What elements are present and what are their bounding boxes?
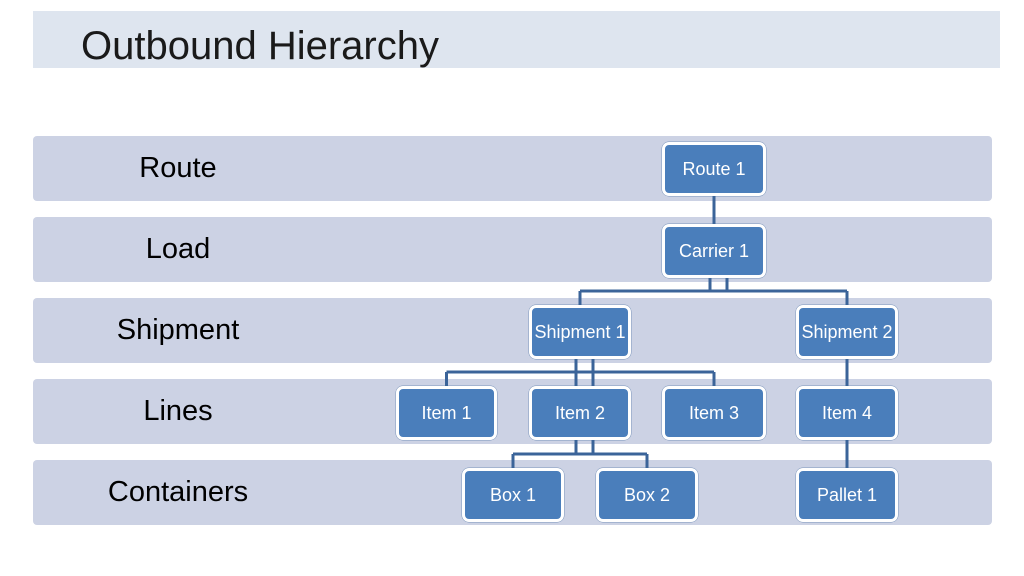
node-item-3[interactable]: Item 3 (662, 386, 766, 440)
node-shipment-1[interactable]: Shipment 1 (529, 305, 631, 359)
node-carrier-1[interactable]: Carrier 1 (662, 224, 766, 278)
node-label-item-3: Item 3 (688, 402, 740, 423)
swimlane-label-route: Route (139, 152, 217, 184)
node-label-carrier-1: Carrier 1 (678, 240, 749, 261)
node-label-pallet-1: Pallet 1 (816, 484, 878, 505)
node-pallet-1[interactable]: Pallet 1 (796, 468, 898, 522)
node-route-1[interactable]: Route 1 (662, 142, 766, 196)
swimlane-load: Load (33, 217, 992, 282)
node-label-item-1: Item 1 (421, 402, 472, 423)
node-box-2[interactable]: Box 2 (596, 468, 698, 522)
swimlane-label-load: Load (145, 233, 211, 265)
page-title: Outbound Hierarchy (81, 24, 439, 68)
node-label-box-1: Box 1 (489, 484, 537, 505)
node-box-1[interactable]: Box 1 (462, 468, 564, 522)
node-label-shipment-2: Shipment 2 (801, 321, 893, 342)
node-item-1[interactable]: Item 1 (396, 386, 497, 440)
node-label-route-1: Route 1 (682, 158, 746, 179)
swimlane-route: Route (33, 136, 992, 201)
node-shipment-2[interactable]: Shipment 2 (796, 305, 898, 359)
node-label-box-2: Box 2 (623, 484, 671, 505)
node-item-4[interactable]: Item 4 (796, 386, 898, 440)
node-label-item-2: Item 2 (554, 402, 606, 423)
swimlane-label-lines: Lines (143, 395, 213, 427)
swimlane-label-shipment: Shipment (116, 314, 240, 346)
title-banner: Outbound Hierarchy (33, 11, 1000, 68)
node-label-shipment-1: Shipment 1 (534, 321, 626, 342)
swimlane-label-containers: Containers (107, 476, 249, 508)
node-label-item-4: Item 4 (821, 402, 873, 423)
node-item-2[interactable]: Item 2 (529, 386, 631, 440)
